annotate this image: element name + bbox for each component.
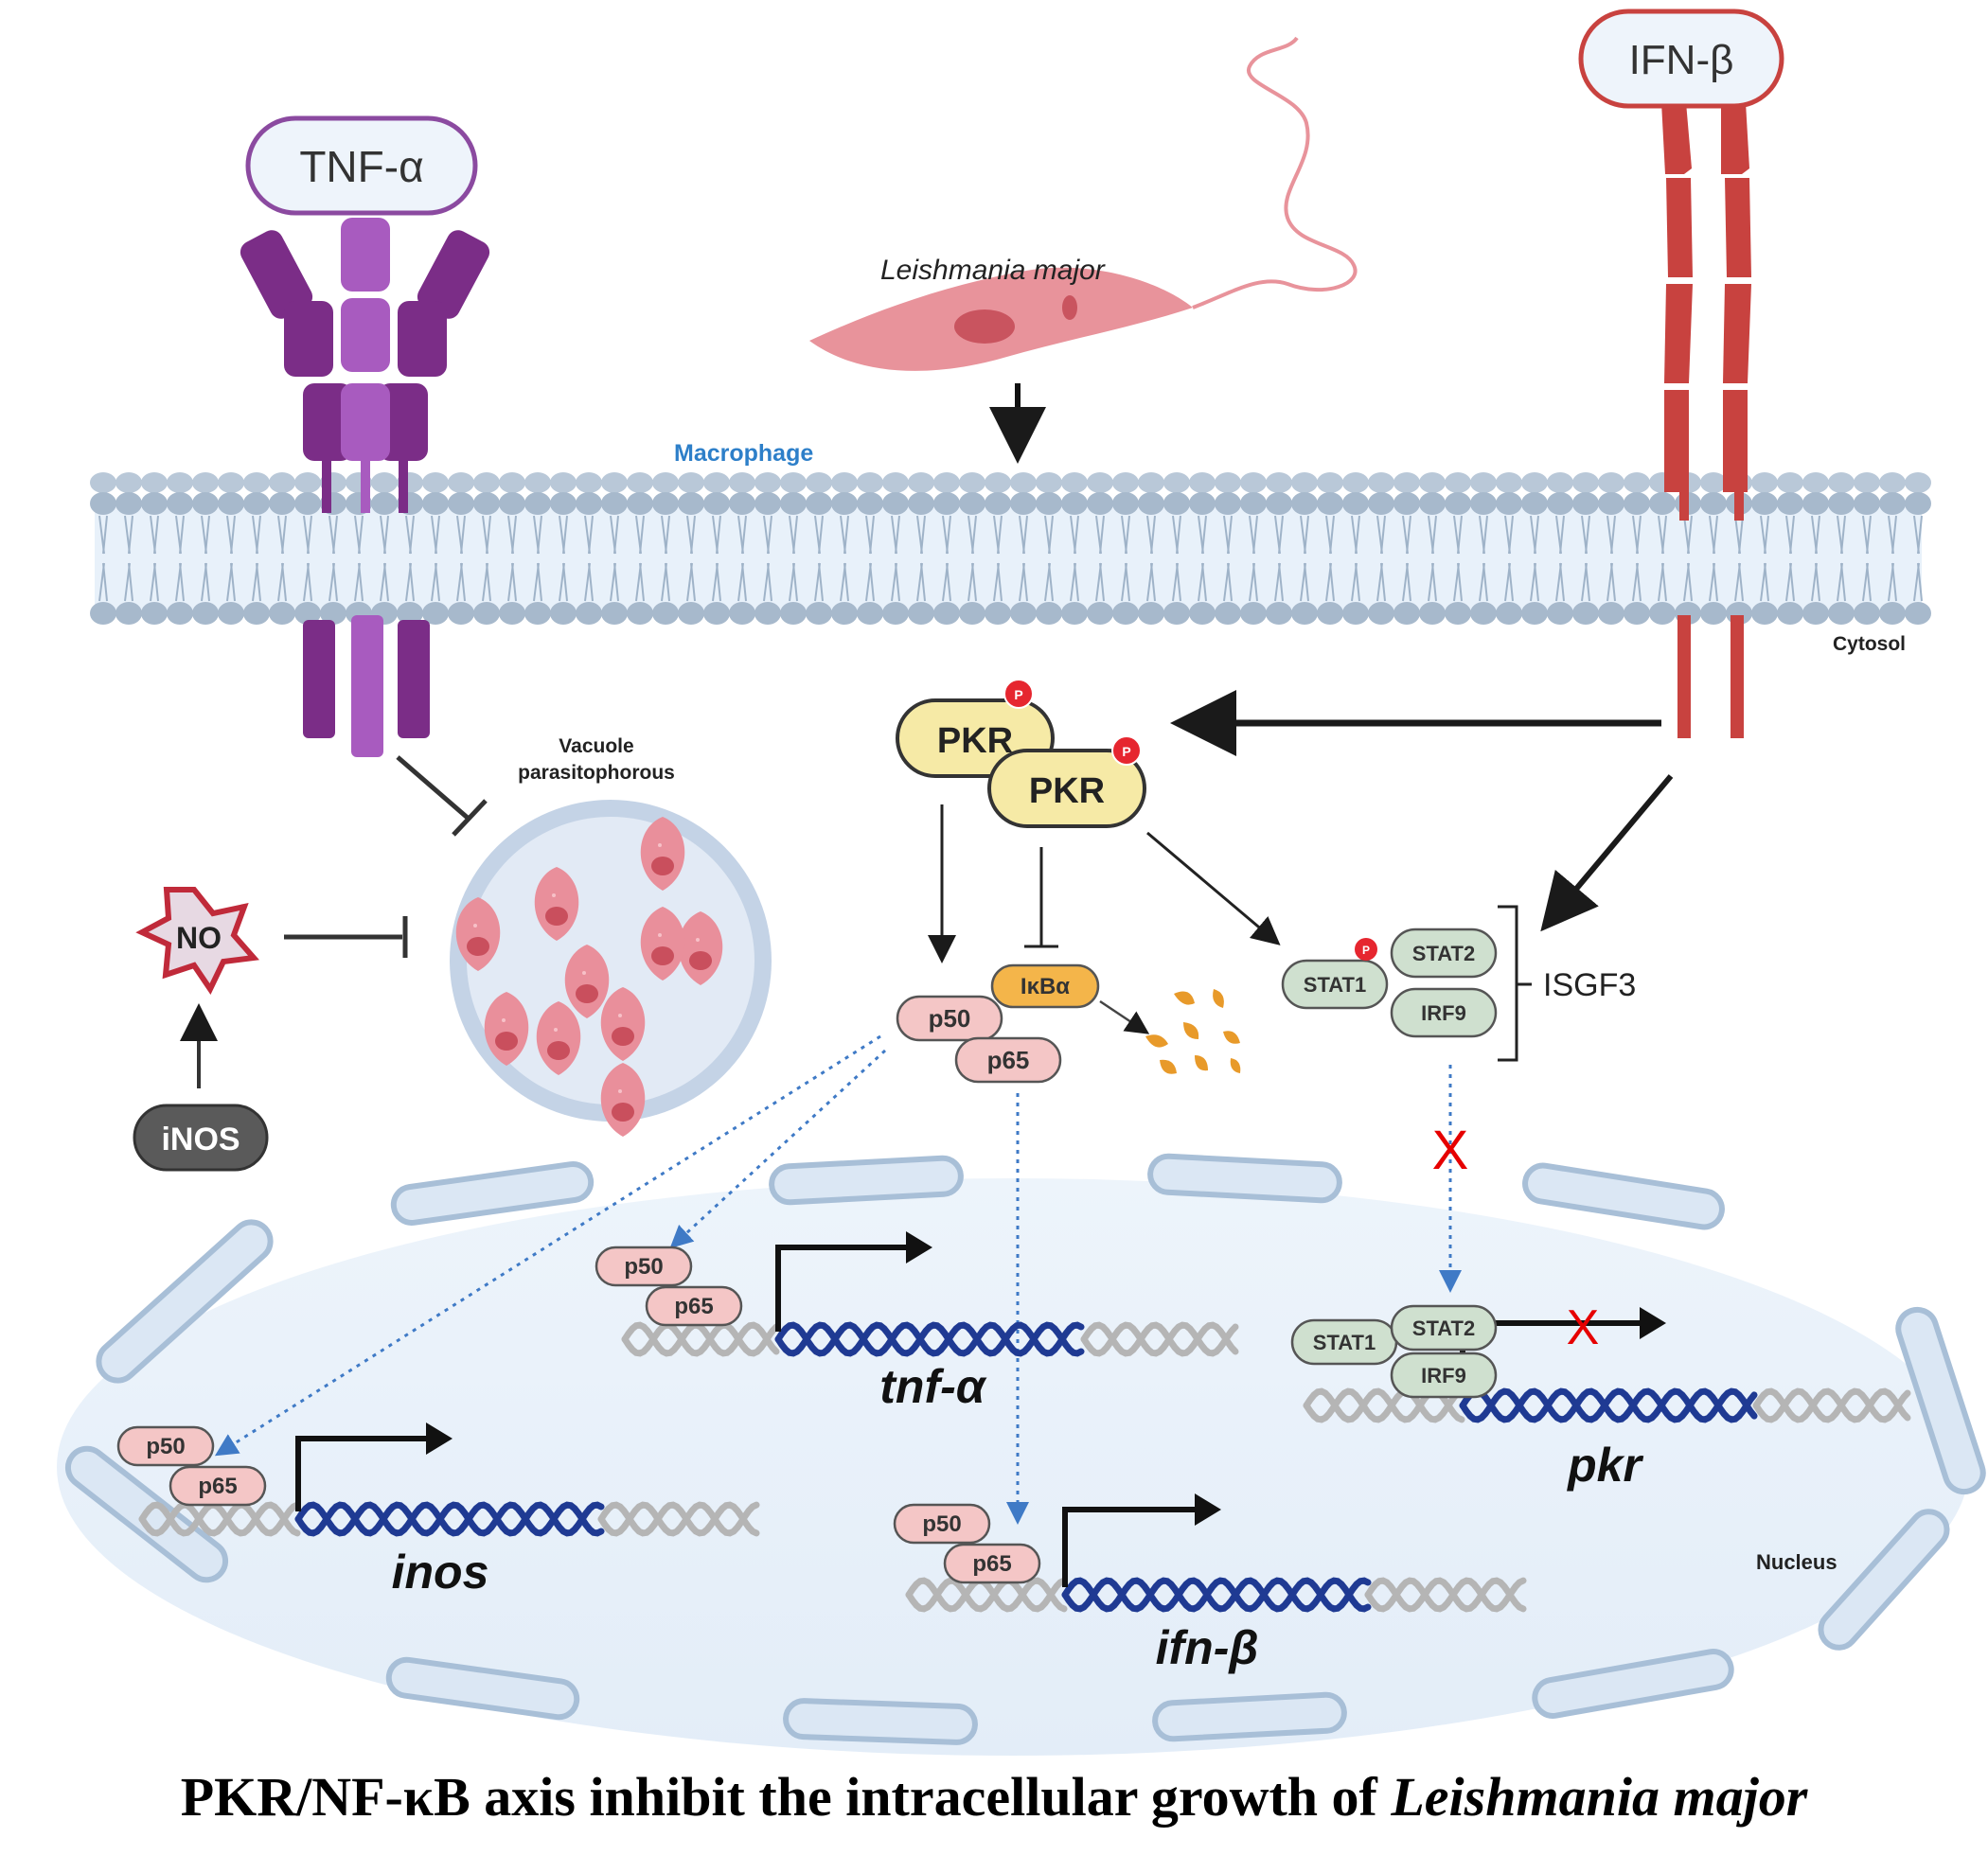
ifn-gene-dna-coding	[1061, 1577, 1372, 1613]
phospho-label-1: P	[1014, 687, 1022, 702]
inos-gene-dna-flank-left	[138, 1501, 301, 1537]
stat2-label-cyto: STAT2	[1412, 942, 1475, 965]
phospho-label-stat1: P	[1362, 944, 1370, 957]
nuclear-translocation-arrows	[214, 1034, 1462, 1525]
ifn-gene-promoter-arrow	[1062, 1493, 1221, 1587]
pkr-label-1: PKR	[937, 721, 1013, 761]
stat1-label-cyto: STAT1	[1304, 973, 1366, 997]
nfkb-complex-cytosol: p50 p65 IκBα	[896, 963, 1100, 1084]
macrophage-label: Macrophage	[674, 440, 813, 467]
tnf-gene-dna-flank-left	[621, 1321, 780, 1357]
p65-label-tnf: p65	[674, 1294, 713, 1319]
isgf3-bound-pkr: STAT1 STAT2 IRF9	[1290, 1304, 1498, 1399]
p65-label-ifn: p65	[972, 1551, 1011, 1577]
pkr-gene-dna-coding	[1459, 1387, 1758, 1423]
p65-label-cyto: p65	[987, 1046, 1030, 1074]
ifn-receptor: IFN-β	[1578, 9, 1784, 738]
nuclear-envelope	[64, 1153, 1986, 1745]
isgf3-block-mark: X	[1432, 1120, 1469, 1181]
pkr-label-2: PKR	[1029, 771, 1105, 811]
tnf-gene-dna-coding	[774, 1321, 1085, 1357]
figure-caption: PKR/NF-κB axis inhibit the intracellular…	[0, 1765, 1988, 1829]
nfkb-bound-ifn: p50 p65	[893, 1503, 1041, 1584]
p50-label-ifn: p50	[922, 1511, 961, 1537]
ifn-gene-dna-flank-left	[905, 1577, 1068, 1613]
p50-label-tnf: p50	[624, 1254, 663, 1280]
pkr-dimer: PKR PKR P P	[896, 679, 1146, 828]
ifn-ligand-label: IFN-β	[1629, 37, 1734, 83]
gene-label-pkr: pkr	[1566, 1439, 1643, 1492]
ifn-to-isgf3-arrow	[1540, 774, 1674, 932]
pkr-inhibits-ikba	[1024, 847, 1058, 948]
caption-main: PKR/NF-κB axis inhibit the intracellular…	[180, 1766, 1392, 1828]
p50-label-cyto: p50	[929, 1004, 971, 1033]
isgf3-complex-cytosol: STAT1 P STAT2 IRF9 ISGF3	[1281, 905, 1636, 1062]
irf9-label-cyto: IRF9	[1421, 1001, 1466, 1025]
nucleus-label: Nucleus	[1756, 1550, 1837, 1574]
no-inhibits-vacuole	[284, 916, 408, 958]
ifn-gene-dna-flank-right	[1364, 1577, 1527, 1613]
ikba-label: IκBα	[1021, 974, 1070, 999]
ikba-degradation-fragments	[1145, 989, 1241, 1074]
stat1-label-nuc: STAT1	[1313, 1331, 1376, 1354]
tnf-ligand-label: TNF-α	[299, 142, 423, 191]
gene-label-ifn: ifn-β	[1156, 1621, 1259, 1674]
tnf-inhibits-vacuole	[396, 755, 488, 837]
leishmania-parasite: Leishmania major	[809, 36, 1358, 371]
tnf-gene-promoter-arrow	[775, 1231, 932, 1332]
inos-gene-dna-flank-right	[597, 1501, 760, 1537]
irf9-label-nuc: IRF9	[1421, 1364, 1466, 1387]
vacuole-label-line2: parasitophorous	[518, 762, 675, 784]
parasitophorous-vacuole: Vacuole parasitophorous	[450, 735, 772, 1137]
pkr-to-stat1-arrow	[1146, 831, 1281, 945]
ikba-degradation-arrow	[1099, 999, 1150, 1034]
inos-gene-promoter-arrow	[295, 1422, 453, 1511]
parasite-label: Leishmania major	[880, 255, 1106, 286]
p65-label-inos: p65	[198, 1474, 237, 1499]
inos-gene-dna-coding	[294, 1501, 605, 1537]
cytosol-label: Cytosol	[1833, 633, 1906, 655]
pkr-transcription-block-mark: X	[1567, 1300, 1600, 1355]
phospho-label-2: P	[1122, 744, 1130, 759]
nucleus: Nucleus	[57, 1153, 1986, 1756]
caption-italic: Leishmania major	[1391, 1766, 1808, 1828]
gene-label-inos: inos	[392, 1546, 489, 1599]
nfkb-bound-tnf: p50 p65	[595, 1246, 743, 1327]
gene-label-tnf: tnf-α	[879, 1360, 986, 1413]
tnf-receptor: TNF-α	[240, 115, 490, 757]
stat2-label-nuc: STAT2	[1412, 1316, 1475, 1340]
tnf-gene-dna-flank-right	[1080, 1321, 1239, 1357]
no-label: NO	[176, 921, 222, 955]
inos-enzyme: iNOS	[133, 1104, 269, 1172]
no-molecule: NO	[135, 887, 259, 995]
nfkb-bound-inos: p50 p65	[116, 1425, 267, 1507]
vacuole-label-line1: Vacuole	[559, 735, 633, 757]
p50-label-inos: p50	[146, 1434, 185, 1459]
inos-enzyme-label: iNOS	[161, 1122, 240, 1157]
isgf3-label: ISGF3	[1543, 967, 1636, 1003]
pkr-gene-dna-flank-right	[1752, 1387, 1911, 1423]
